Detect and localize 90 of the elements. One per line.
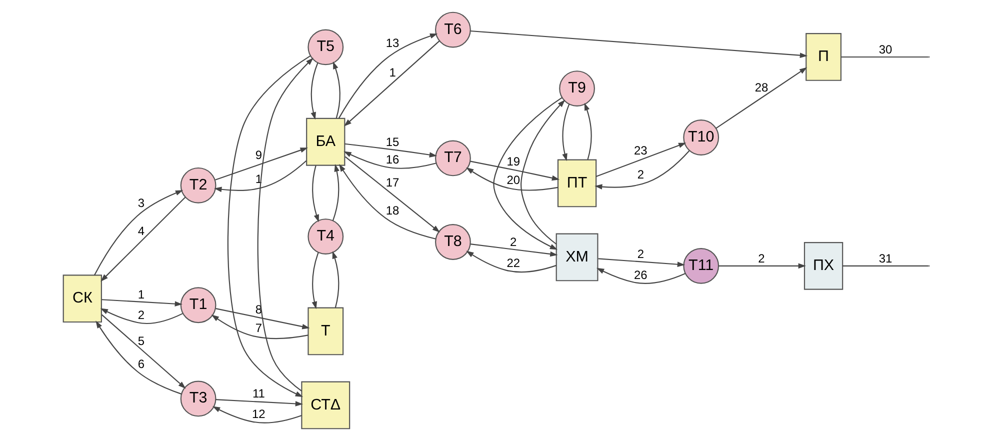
arrow <box>493 97 562 250</box>
node-box: СК <box>62 274 102 323</box>
edge-label: 16 <box>386 152 400 166</box>
arrow <box>466 250 556 273</box>
arrow <box>212 406 302 424</box>
arrow <box>520 100 566 245</box>
node-box: ХМ <box>556 233 598 282</box>
edge-label: 2 <box>138 308 145 322</box>
node-circle: Т8 <box>435 224 471 260</box>
node-circle: Т6 <box>435 12 471 48</box>
arrow <box>211 314 308 339</box>
edge-label: 6 <box>138 357 145 372</box>
arrow <box>214 160 307 192</box>
node-circle: Т3 <box>180 380 216 417</box>
arrow <box>584 102 592 160</box>
node-circle: Т2 <box>180 167 216 204</box>
arrow <box>310 62 318 120</box>
arrow <box>100 196 186 282</box>
arrow <box>718 263 806 269</box>
edge-label: 22 <box>506 256 520 270</box>
edge-label: 20 <box>506 173 520 188</box>
node-box: ПХ <box>804 242 844 290</box>
connector <box>842 265 928 266</box>
arrow <box>333 61 340 118</box>
node-box: П <box>806 33 842 81</box>
arrow <box>94 190 184 276</box>
edge-label: 17 <box>386 175 400 190</box>
arrow <box>344 156 440 232</box>
edge-label: 2 <box>510 235 517 250</box>
edge-label: 1 <box>138 287 145 302</box>
arrow <box>312 252 319 310</box>
arrow <box>100 308 183 324</box>
edge-label: 2 <box>758 251 765 266</box>
connector <box>841 56 928 58</box>
arrow <box>470 244 558 257</box>
edge-label: 9 <box>255 148 262 162</box>
edge-label: 19 <box>506 154 520 169</box>
arrow <box>716 67 808 129</box>
edge-label: 31 <box>878 251 892 266</box>
arrow <box>466 167 558 191</box>
edge-label: 13 <box>386 36 400 50</box>
edge-label: 12 <box>252 407 266 422</box>
arrow <box>344 40 440 126</box>
node-circle: Т1 <box>180 287 216 324</box>
arrow <box>215 148 308 180</box>
edge-label: 23 <box>634 144 648 158</box>
edge-label: 28 <box>754 80 768 95</box>
edge-label: 15 <box>386 135 400 150</box>
arrow <box>216 399 303 406</box>
node-circle: Т4 <box>308 218 344 254</box>
arrow <box>216 308 310 330</box>
arrow <box>344 151 436 169</box>
arrow <box>344 143 438 158</box>
arrow <box>596 142 686 177</box>
arrow <box>332 164 340 221</box>
arrow <box>596 268 686 284</box>
arrow <box>339 164 436 240</box>
edge-label: 26 <box>634 268 648 282</box>
arrow <box>101 314 186 389</box>
arrow <box>598 258 686 267</box>
arrow <box>227 55 311 398</box>
arrow <box>332 251 340 308</box>
arrow <box>96 320 182 394</box>
node-box: СТΔ <box>301 381 350 430</box>
node-box: БА <box>306 118 346 166</box>
arrow <box>102 299 182 306</box>
edge-label: 1 <box>389 65 396 80</box>
edge-label: 30 <box>878 42 892 56</box>
edge-label: 3 <box>138 196 145 210</box>
edge-label: 4 <box>138 224 145 238</box>
node-circle: Т7 <box>435 140 471 176</box>
edge-label: 7 <box>255 321 262 336</box>
arrow <box>257 58 314 392</box>
node-box: Т <box>308 307 344 356</box>
node-circle: Т11 <box>683 248 720 284</box>
edge-label: 18 <box>386 204 400 218</box>
edge-label: 5 <box>138 334 145 348</box>
node-box: ПТ <box>557 159 597 208</box>
node-circle: Т10 <box>683 120 720 156</box>
arrow <box>470 160 560 181</box>
edge-label: 11 <box>252 386 265 400</box>
edge-label: 2 <box>637 168 644 182</box>
arrow <box>470 30 808 58</box>
arrow <box>338 33 438 118</box>
node-circle: Т9 <box>559 70 595 106</box>
edge-label: 2 <box>637 247 644 262</box>
arrow <box>562 104 570 162</box>
node-circle: Т5 <box>308 29 344 66</box>
arrow <box>312 165 319 222</box>
arrow <box>594 150 690 190</box>
